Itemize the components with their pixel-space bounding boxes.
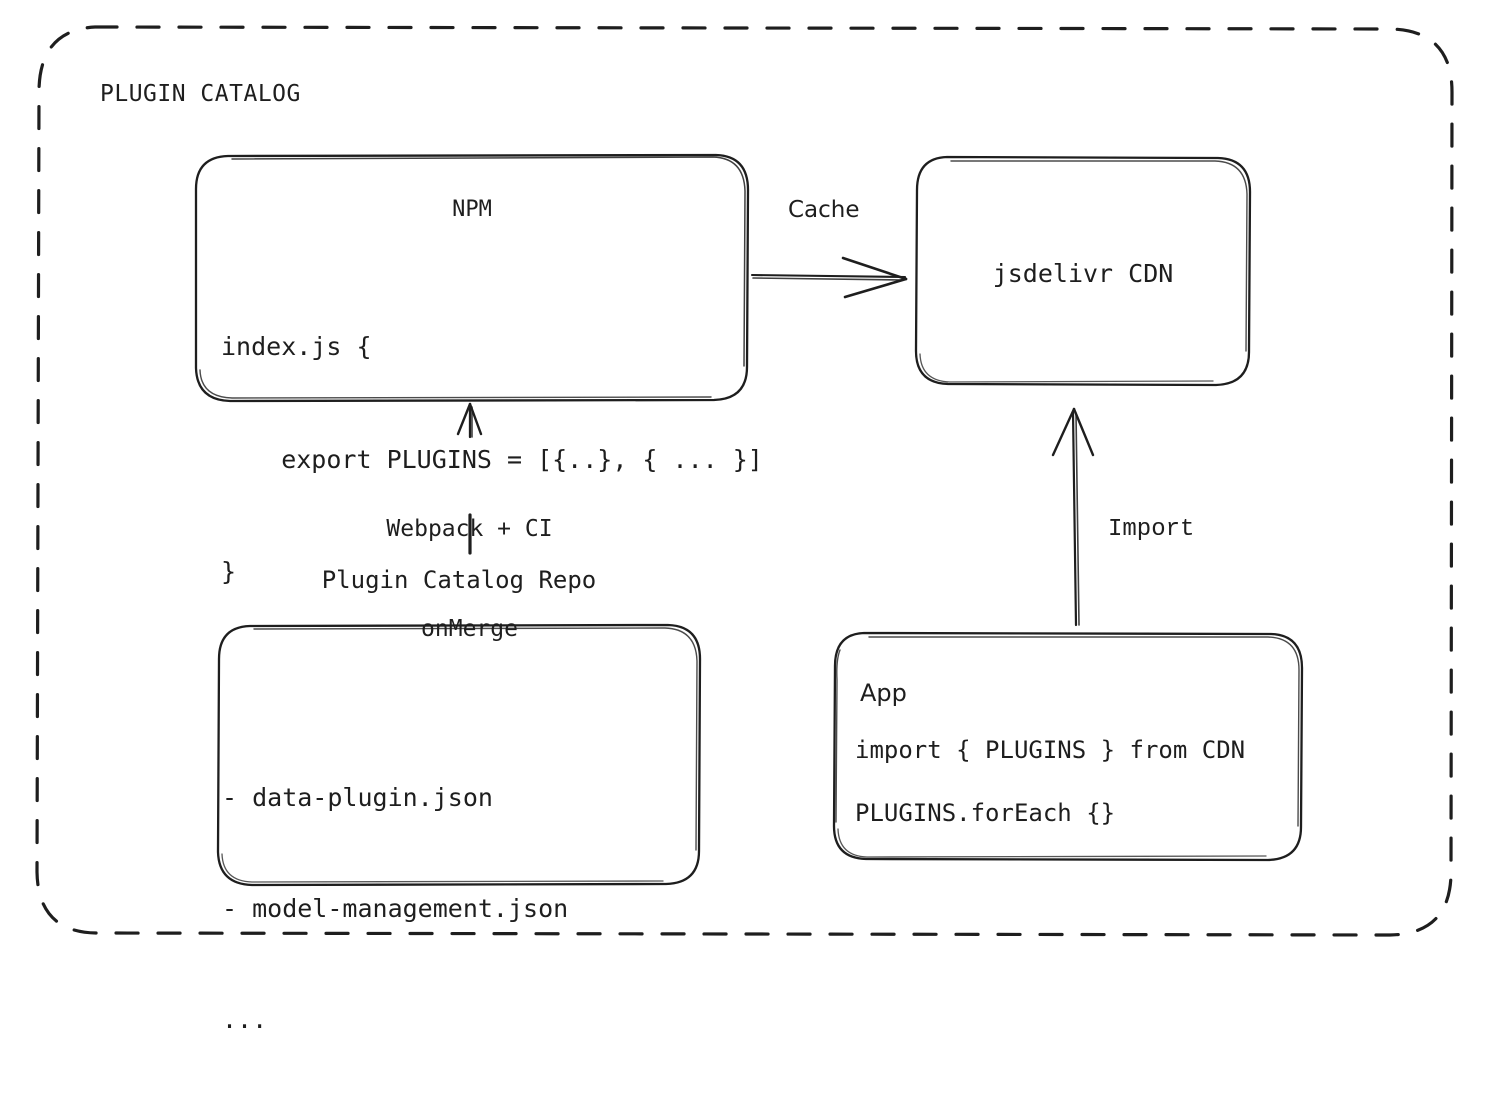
app-node-title: App: [860, 679, 907, 707]
cdn-node-shape: [914, 155, 1252, 387]
cache-arrow: [750, 256, 908, 299]
diagram-canvas: PLUGIN CATALOG NPM index.js { export PLU…: [35, 25, 1454, 1034]
npm-code-line-1: index.js {: [221, 332, 372, 361]
cache-edge-label: Cache: [788, 197, 860, 223]
diagram-sketch-layer: [35, 25, 1454, 937]
import-arrow: [1051, 407, 1095, 627]
build-arrow: [456, 402, 483, 555]
npm-node-title: NPM: [452, 197, 492, 222]
repo-file-line-3: ...: [222, 1005, 268, 1034]
repo-file-list: - data-plugin.json - model-management.js…: [222, 705, 568, 1112]
build-edge-label-line-2: onMerge: [421, 615, 518, 642]
npm-code-line-3: }: [221, 557, 237, 586]
npm-node-shape: [194, 153, 750, 403]
repo-file-line-1: - data-plugin.json: [222, 783, 493, 812]
repo-file-line-2: - model-management.json: [222, 894, 569, 923]
repo-node-caption: Plugin Catalog Repo: [321, 566, 597, 594]
plugin-catalog-group-border: [35, 25, 1454, 937]
repo-node-shape: [216, 623, 702, 887]
build-edge-label-line-1: Webpack + CI: [386, 515, 553, 542]
group-title: PLUGIN CATALOG: [100, 81, 301, 107]
build-edge-label: Webpack + CI onMerge: [347, 446, 592, 713]
app-node-shape: [832, 631, 1304, 862]
cdn-node-title: jsdelivr CDN: [992, 259, 1174, 288]
import-edge-label: Import: [1108, 516, 1195, 543]
npm-code-block: index.js { export PLUGINS = [{..}, { ...…: [221, 253, 763, 666]
app-code-line-2: PLUGINS.forEach {}: [855, 799, 1116, 827]
npm-code-line-2: export PLUGINS = [{..}, { ... }]: [221, 444, 763, 474]
app-code-line-1: import { PLUGINS } from CDN: [855, 736, 1246, 764]
